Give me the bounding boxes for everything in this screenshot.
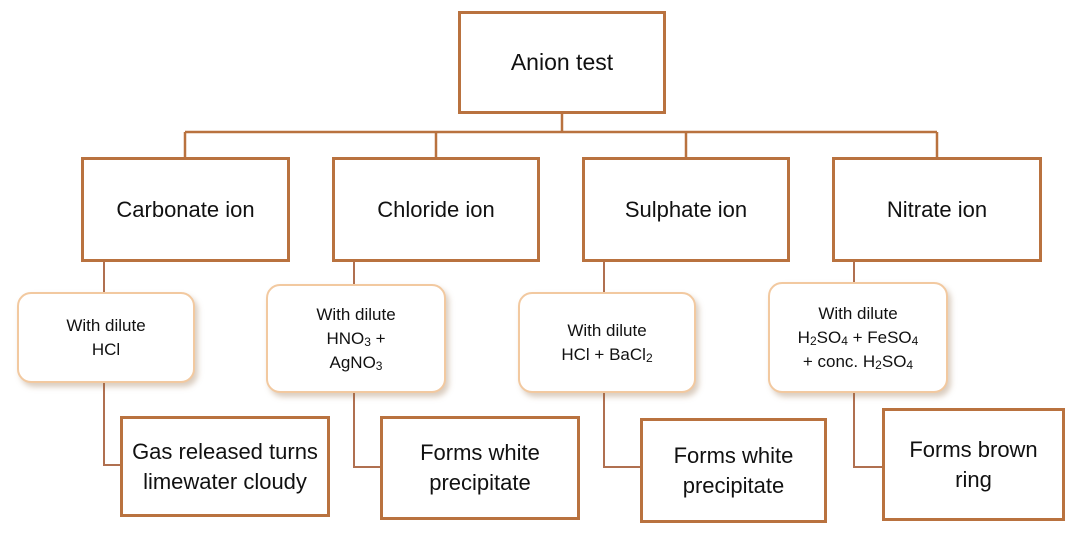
result-line: Gas released turns <box>132 438 318 464</box>
ion-node-nitrate: Nitrate ion <box>832 157 1042 262</box>
condition-carbonate: With dilute HCl <box>17 292 195 383</box>
result-chloride: Forms white precipitate <box>380 416 580 520</box>
condition-line: + conc. H2SO4 <box>802 351 914 372</box>
link-carbonate-result <box>103 383 120 466</box>
condition-chloride: With dilute HNO3 + AgNO3 <box>266 284 446 393</box>
ion-node-carbonate: Carbonate ion <box>81 157 290 262</box>
result-line: Forms white <box>420 440 540 465</box>
ion-node-sulphate: Sulphate ion <box>582 157 790 262</box>
result-nitrate: Forms brown ring <box>882 408 1065 521</box>
ion-label: Carbonate ion <box>116 196 255 222</box>
result-line: ring <box>955 466 992 492</box>
root-node: Anion test <box>458 11 666 114</box>
root-label: Anion test <box>510 49 614 75</box>
result-line: limewater cloudy <box>143 468 307 494</box>
result-line: precipitate <box>429 470 531 495</box>
result-line: Forms brown <box>909 436 1038 462</box>
result-line: precipitate <box>682 472 785 498</box>
ion-label: Sulphate ion <box>624 196 748 222</box>
condition-line: With dilute <box>818 303 898 323</box>
condition-line: With dilute <box>567 320 647 340</box>
ion-node-chloride: Chloride ion <box>332 157 540 262</box>
condition-line: HCl + BaCl2 <box>561 344 653 365</box>
result-carbonate: Gas released turns limewater cloudy <box>120 416 330 517</box>
condition-line: HNO3 + <box>326 328 386 349</box>
condition-line: AgNO3 <box>329 352 383 373</box>
condition-nitrate: With dilute H2SO4 + FeSO4 + conc. H2SO4 <box>768 282 948 393</box>
ion-label: Chloride ion <box>377 196 495 222</box>
condition-line: With dilute <box>66 315 146 335</box>
condition-line: With dilute <box>316 304 396 324</box>
ion-label: Nitrate ion <box>886 196 988 222</box>
condition-line: H2SO4 + FeSO4 <box>797 327 919 348</box>
condition-sulphate: With dilute HCl + BaCl2 <box>518 292 696 393</box>
result-sulphate: Forms white precipitate <box>640 418 827 523</box>
result-line: Forms white <box>673 442 794 468</box>
link-sulphate-result <box>603 393 640 468</box>
link-chloride-result <box>353 393 380 468</box>
link-nitrate-result <box>853 393 882 468</box>
condition-line: HCl <box>91 339 121 359</box>
